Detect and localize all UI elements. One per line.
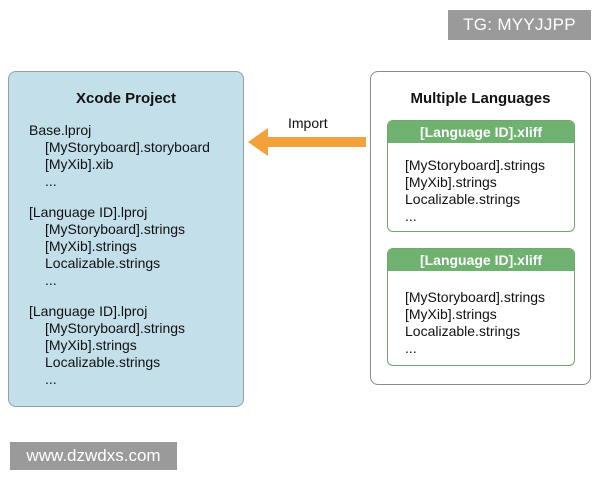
left-arrow-icon <box>248 128 366 156</box>
xcode-project-tree: Base.lproj [MyStoryboard].storyboard [My… <box>29 122 210 402</box>
xliff-file-name: [Language ID].xliff <box>388 249 574 271</box>
xliff-entry: Localizable.strings <box>405 323 521 339</box>
xliff-entry: [MyStoryboard].strings <box>405 289 546 305</box>
project-file: [MyXib].strings <box>45 337 137 353</box>
xliff-entry: [MyXib].strings <box>405 306 497 322</box>
lproj-group: Base.lproj [MyStoryboard].storyboard [My… <box>29 122 210 190</box>
project-file: [MyStoryboard].strings <box>45 221 186 237</box>
lproj-group: [Language ID].lproj [MyStoryboard].strin… <box>29 303 210 388</box>
project-file-ellipsis: ... <box>45 173 57 189</box>
project-file-ellipsis: ... <box>45 272 57 288</box>
lproj-folder: [Language ID].lproj <box>29 204 148 220</box>
multiple-languages-panel: Multiple Languages [Language ID].xliff [… <box>370 71 591 385</box>
project-file: Localizable.strings <box>45 255 161 271</box>
xliff-file-card: [Language ID].xliff [MyStoryboard].strin… <box>387 120 575 232</box>
project-file: [MyXib].xib <box>45 156 114 172</box>
project-file: [MyStoryboard].strings <box>45 320 186 336</box>
project-file: Localizable.strings <box>45 354 161 370</box>
xliff-file-card: [Language ID].xliff [MyStoryboard].strin… <box>387 248 575 366</box>
import-label: Import <box>288 115 328 131</box>
xliff-file-name: [Language ID].xliff <box>388 121 574 143</box>
project-file: [MyXib].strings <box>45 238 137 254</box>
xliff-entry-ellipsis: ... <box>405 208 417 224</box>
import-arrow <box>248 122 366 162</box>
xliff-entry: Localizable.strings <box>405 191 521 207</box>
xliff-entry: [MyStoryboard].strings <box>405 157 546 173</box>
project-file: [MyStoryboard].storyboard <box>45 139 210 155</box>
xcode-project-title: Xcode Project <box>75 90 177 107</box>
xliff-file-contents: [MyStoryboard].strings [MyXib].strings L… <box>388 271 574 357</box>
project-file-ellipsis: ... <box>45 371 57 387</box>
lproj-group: [Language ID].lproj [MyStoryboard].strin… <box>29 204 210 289</box>
watermark-top: TG: MYYJJPP <box>448 10 591 40</box>
lproj-folder: [Language ID].lproj <box>29 303 148 319</box>
xliff-entry: [MyXib].strings <box>405 174 497 190</box>
watermark-bottom: www.dzwdxs.com <box>10 442 177 470</box>
multiple-languages-title: Multiple Languages <box>410 90 551 107</box>
xliff-entry-ellipsis: ... <box>405 340 417 356</box>
xliff-file-contents: [MyStoryboard].strings [MyXib].strings L… <box>388 143 574 225</box>
xcode-project-panel: Xcode Project Base.lproj [MyStoryboard].… <box>8 71 244 407</box>
lproj-folder: Base.lproj <box>29 122 92 138</box>
